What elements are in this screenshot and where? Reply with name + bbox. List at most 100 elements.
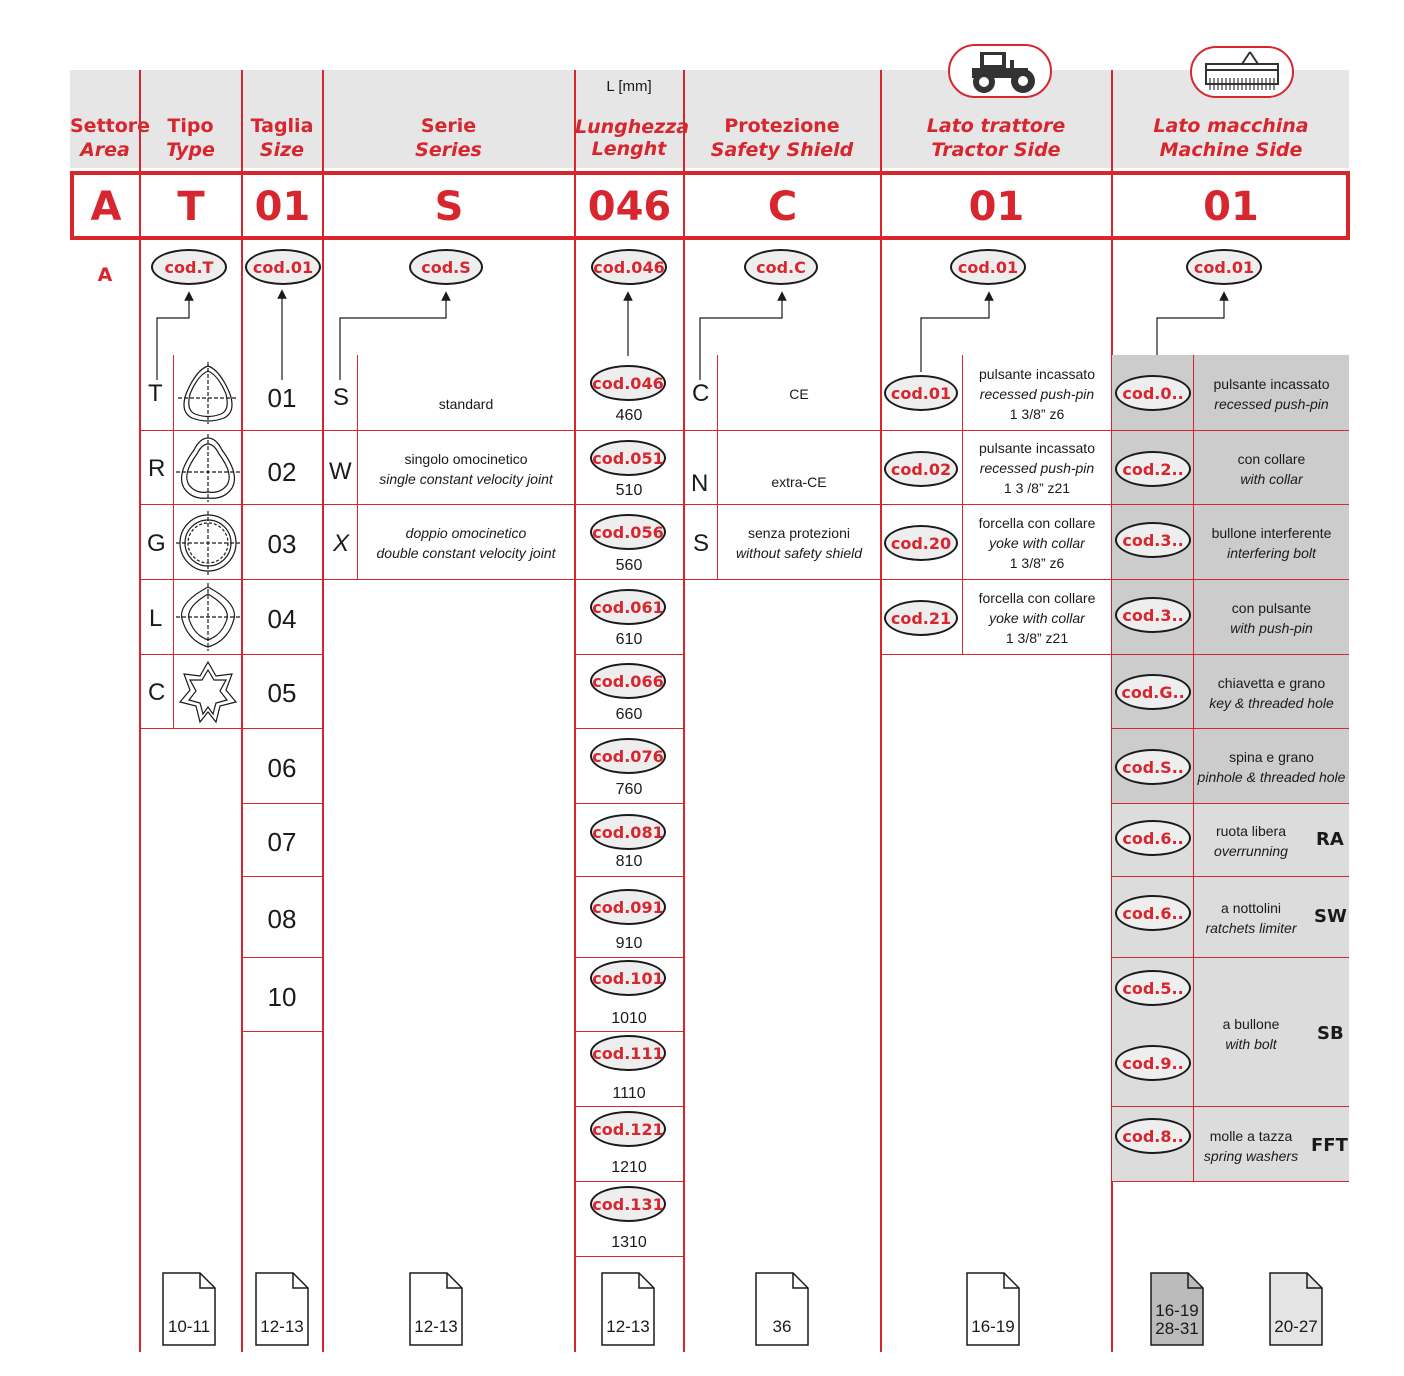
size-value: 01	[267, 383, 297, 413]
length-mm: 1310	[611, 1234, 647, 1251]
shield-desc-en: without safety shield	[735, 545, 863, 561]
machine-desc-en: ratchets limiter	[1205, 920, 1297, 936]
series-letter: X	[333, 530, 350, 557]
machine-desc-it: a bullone	[1222, 1016, 1280, 1032]
size-value: 07	[267, 827, 297, 857]
page-ref-icon[interactable]	[162, 1272, 216, 1346]
length-mm: 760	[615, 781, 643, 798]
length-code: cod.056	[590, 514, 666, 550]
tractor-desc-en: yoke with collar	[989, 610, 1085, 626]
machine-code: cod.6..	[1115, 820, 1191, 856]
lemon-profile-icon	[176, 583, 240, 651]
page-ref-icon[interactable]	[1150, 1272, 1204, 1346]
page-ref-icon[interactable]	[966, 1272, 1020, 1346]
shield-desc: CE	[719, 384, 879, 404]
column-divider	[880, 70, 882, 1352]
code-shield: C	[767, 184, 798, 230]
code-example-box	[70, 171, 1350, 240]
header-shield: Protezione Safety Shield	[684, 114, 880, 162]
tractor-desc-spec: 1 3/8” z6	[1009, 406, 1065, 422]
machine-desc: bullone interferente interfering bolt	[1195, 523, 1348, 563]
size-value: 04	[267, 604, 297, 634]
length-code: cod.111	[590, 1035, 666, 1071]
tractor-desc-it: forcella con collare	[978, 515, 1096, 531]
machine-desc-en: pinhole & threaded hole	[1197, 769, 1346, 785]
type-letter: R	[148, 455, 166, 482]
series-desc-it: doppio omocinetico	[405, 525, 527, 541]
header-machine-en: Machine Side	[1159, 139, 1303, 161]
page-ref-label: 10-11	[167, 1317, 211, 1336]
header-series: Serie Series	[323, 114, 574, 162]
machine-desc-en: interfering bolt	[1227, 545, 1316, 561]
series-desc-it: standard	[438, 396, 494, 412]
length-mm: 610	[615, 631, 643, 648]
header-length-it: Lunghezza	[575, 116, 690, 138]
shield-letter: S	[693, 530, 710, 557]
cod-ref-type: cod.T	[151, 249, 227, 285]
size-value: 05	[267, 678, 297, 708]
machine-desc-en: overrunning	[1214, 843, 1288, 859]
code-size: 01	[254, 184, 311, 230]
series-letter: W	[329, 458, 352, 485]
page-ref-label: 20-27	[1274, 1317, 1318, 1336]
header-size: Taglia Size	[242, 114, 322, 162]
column-divider	[683, 70, 685, 1352]
cod-ref-series: cod.S	[409, 249, 483, 285]
header-shield-en: Safety Shield	[710, 139, 854, 161]
tractor-desc-spec: 1 3 /8” z21	[1003, 480, 1071, 496]
page-ref-label: 12-13	[260, 1317, 304, 1336]
machine-desc-it: bullone interferente	[1211, 525, 1332, 541]
header-tractor-en: Tractor Side	[931, 139, 1061, 161]
header-type: Tipo Type	[140, 114, 241, 162]
header-shield-it: Protezione	[724, 115, 840, 137]
column-divider	[139, 70, 141, 1352]
length-unit: L [mm]	[606, 78, 652, 95]
length-code: cod.061	[590, 589, 666, 625]
page-ref-label: 36	[772, 1317, 792, 1336]
header-area: Settore Area	[70, 114, 150, 162]
page-ref-icon[interactable]	[409, 1272, 463, 1346]
header-size-it: Taglia	[250, 115, 314, 137]
type-letter: G	[147, 530, 166, 557]
cod-ref-tractor: cod.01	[950, 249, 1026, 285]
machine-desc-en: with bolt	[1225, 1036, 1277, 1052]
length-code: cod.121	[590, 1111, 666, 1147]
header-type-it: Tipo	[167, 115, 214, 137]
length-mm: 810	[615, 853, 643, 870]
machine-desc-en: spring washers	[1203, 1148, 1299, 1164]
page-ref-label: 16-19 28-31	[1155, 1301, 1199, 1338]
page-ref-icon[interactable]	[255, 1272, 309, 1346]
column-divider	[574, 70, 576, 1352]
length-mm: 460	[615, 407, 643, 424]
machine-tag: FFT	[1311, 1135, 1348, 1156]
shield-desc-it: senza protezioni	[748, 525, 850, 541]
length-code: cod.066	[590, 663, 666, 699]
length-mm: 510	[615, 482, 643, 499]
machine-tag: SW	[1314, 906, 1347, 927]
star-profile-icon	[178, 660, 238, 724]
machine-code: cod.2..	[1115, 451, 1191, 487]
series-desc-en: single constant velocity joint	[379, 471, 553, 487]
page-ref-label: 12-13	[606, 1317, 650, 1336]
page-ref-icon[interactable]	[1269, 1272, 1323, 1346]
machine-code: cod.0..	[1115, 375, 1191, 411]
page-ref-icon[interactable]	[755, 1272, 809, 1346]
page-ref-icon[interactable]	[601, 1272, 655, 1346]
series-desc: doppio omocinetico double constant veloci…	[360, 523, 572, 563]
tractor-code: cod.21	[884, 600, 958, 636]
header-band	[70, 70, 1349, 168]
machine-desc: a bullone with bolt	[1195, 1014, 1307, 1054]
cod-ref-length: cod.046	[591, 249, 667, 285]
code-tractor: 01	[968, 184, 1025, 230]
series-desc-en: double constant velocity joint	[376, 545, 556, 561]
length-mm: 1110	[612, 1085, 646, 1102]
machine-code: cod.6..	[1115, 895, 1191, 931]
